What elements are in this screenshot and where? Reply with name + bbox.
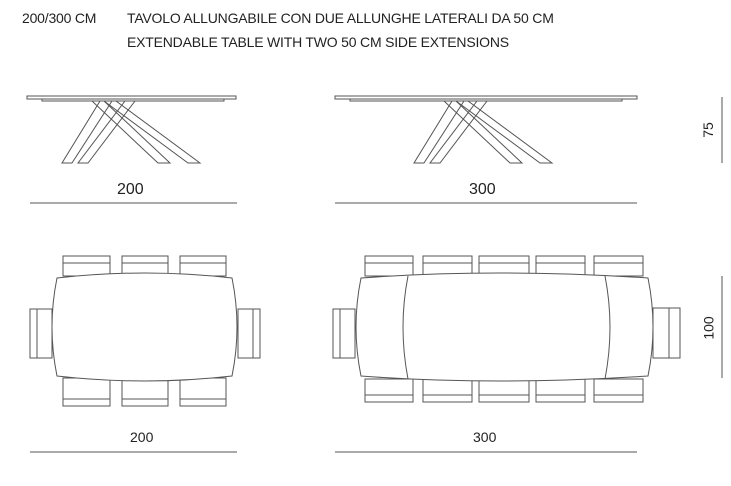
title-italian: TAVOLO ALLUNGABILE CON DUE ALLUNGHE LATE…: [127, 10, 554, 26]
side-closed-length-label: 200: [117, 181, 144, 198]
side-view-open: [334, 95, 638, 204]
size-label: 200/300 CM: [22, 10, 97, 26]
side-view-closed: [26, 95, 237, 204]
plan-closed-length-label: 200: [130, 429, 154, 445]
width-label: 100: [700, 316, 717, 340]
side-open-length-label: 300: [469, 181, 496, 198]
title-english: EXTENDABLE TABLE WITH TWO 50 CM SIDE EXT…: [127, 34, 509, 50]
plan-view-open: [332, 255, 681, 453]
height-label: 75: [699, 122, 716, 138]
plan-open-length-label: 300: [473, 429, 497, 445]
plan-view-closed: [29, 255, 261, 453]
